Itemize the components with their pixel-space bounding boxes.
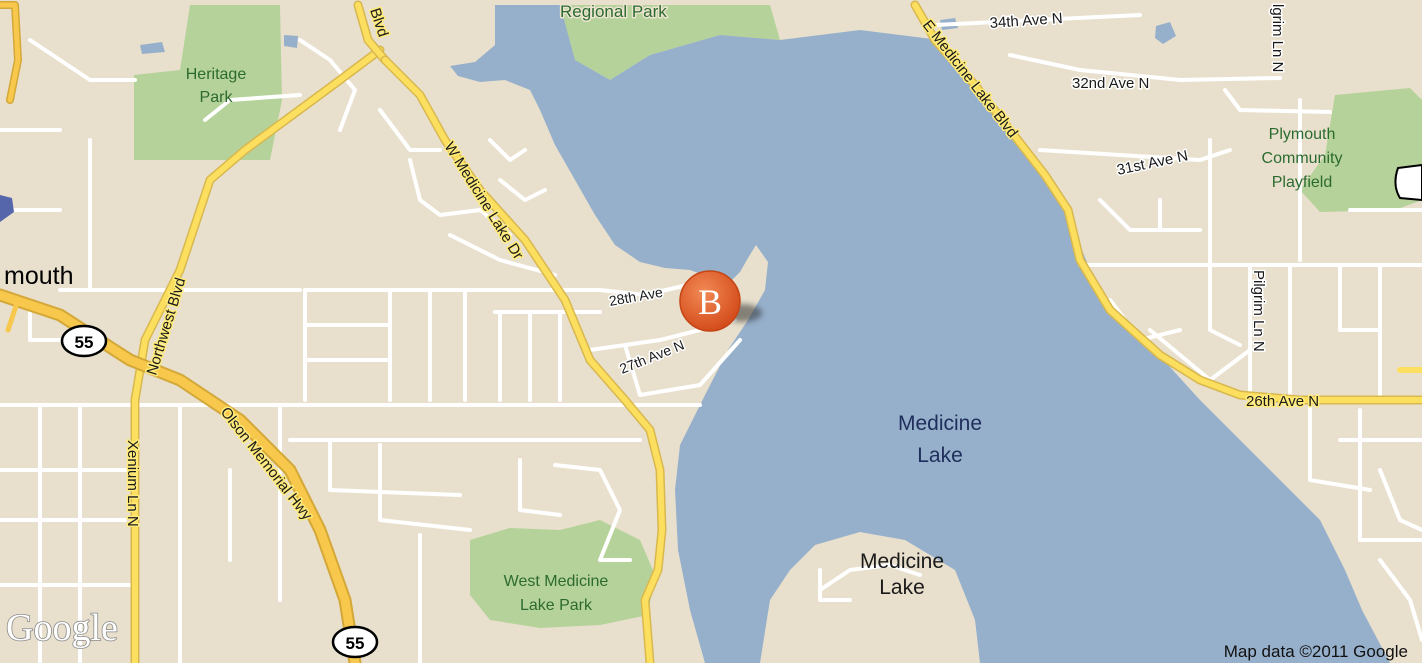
google-logo[interactable]: Google — [5, 606, 118, 650]
medicine-lake-town-label-line1: Medicine — [860, 550, 944, 573]
marker-circle[interactable] — [679, 270, 741, 332]
pond — [140, 42, 165, 54]
pond — [1155, 22, 1176, 44]
minor-roads — [0, 13, 1422, 663]
west-medicine-lake-park-area — [470, 520, 655, 628]
26th-ave-n-label: 26th Ave N — [1246, 393, 1319, 410]
map-marker-b[interactable]: B — [679, 270, 762, 332]
plymouth-playfield-label-line1: Plymouth — [1269, 126, 1336, 143]
heritage-park-label-line2: Park — [200, 89, 234, 106]
medicine-lake-water-label-line1: Medicine — [898, 412, 982, 435]
medicine-lake-water-label-line2: Lake — [917, 444, 963, 467]
map-attribution: Map data ©2011 Google — [1224, 642, 1408, 661]
regional-park-area — [555, 5, 780, 80]
hwy-55-label: 55 — [75, 333, 94, 352]
hwy-55-shield-south: 55 — [331, 625, 379, 659]
regional-park-label: Regional Park — [560, 2, 667, 21]
plymouth-city-label: mouth — [4, 262, 73, 290]
us-highway-shield-icon — [1394, 163, 1422, 202]
interstate-shield-icon — [0, 195, 14, 222]
32nd-ave-n-label: 32nd Ave N — [1072, 75, 1149, 92]
medicine-lake-town-label-line2: Lake — [879, 576, 925, 599]
plymouth-community-playfield-area — [1300, 88, 1422, 212]
medicine-lake-water — [450, 5, 1390, 663]
marker-letter: B — [698, 282, 722, 322]
hwy-55-label: 55 — [346, 634, 365, 653]
west-medicine-lake-park-label-line2: Lake Park — [520, 597, 593, 614]
pilgrim-ln-n-mid-label: Pilgrim Ln N — [1250, 270, 1267, 352]
xenium-ln-n-label: Xenium Ln N — [124, 440, 141, 527]
west-medicine-lake-park-label-line1: West Medicine — [504, 573, 609, 590]
pond — [284, 35, 298, 48]
pilgrim-ln-n-top-label: lgrim Ln N — [1269, 4, 1286, 72]
plymouth-playfield-label-line3: Playfield — [1272, 174, 1332, 191]
heritage-park-area — [134, 5, 282, 160]
hwy-55-shield-west: 55 — [60, 324, 108, 358]
heritage-park-label-line1: Heritage — [186, 66, 247, 83]
plymouth-playfield-label-line2: Community — [1262, 150, 1343, 167]
